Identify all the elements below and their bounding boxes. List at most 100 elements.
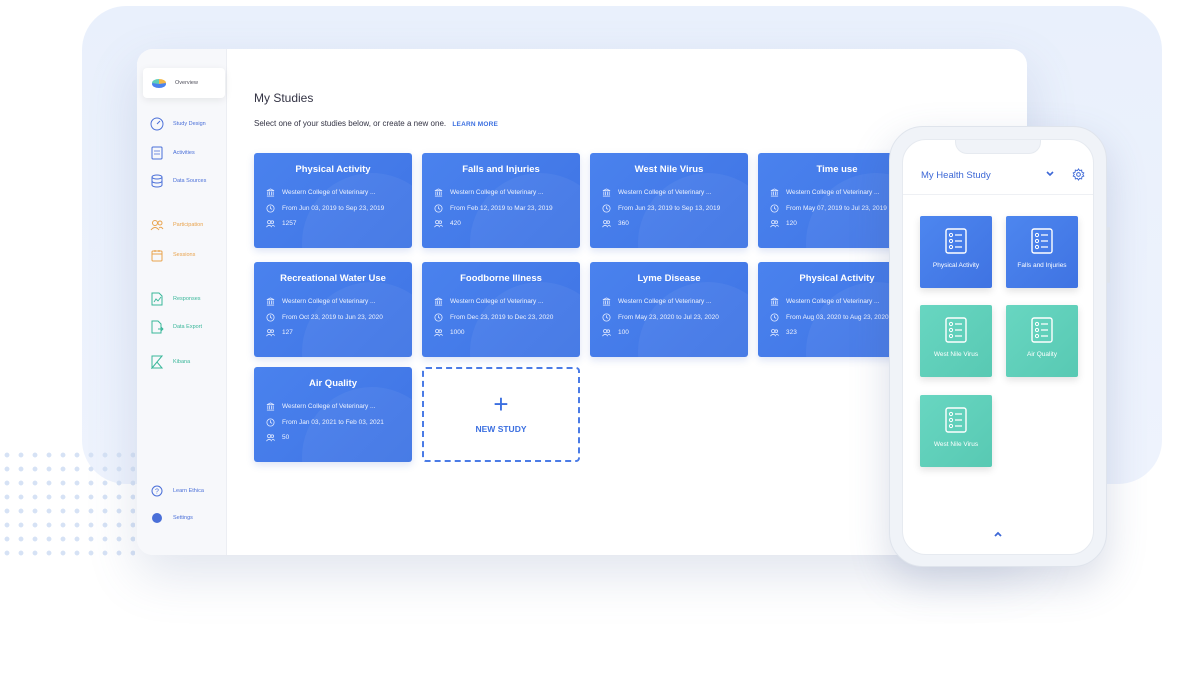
- study-card-org-row: Western College of Veterinary ...: [434, 188, 543, 197]
- study-card-org-row: Western College of Veterinary ...: [770, 188, 879, 197]
- study-card-count: 323: [786, 329, 797, 336]
- institution-icon: [602, 188, 611, 197]
- plus-icon: +: [493, 389, 509, 419]
- study-card-org: Western College of Veterinary ...: [282, 189, 376, 196]
- phone-activity-tile[interactable]: West Nile Virus: [920, 395, 992, 467]
- study-card-dates: From Aug 03, 2020 to Aug 23, 2020: [786, 314, 889, 321]
- study-card-org-row: Western College of Veterinary ...: [266, 402, 375, 411]
- export-icon: [149, 319, 165, 335]
- sidebar-item-label: Data Export: [173, 324, 203, 330]
- sidebar-item-label: Data Sources: [173, 178, 207, 184]
- study-card-title: Recreational Water Use: [280, 273, 386, 284]
- study-card-title: West Nile Virus: [634, 164, 704, 175]
- phone-activity-tile[interactable]: Physical Activity: [920, 216, 992, 288]
- new-study-button[interactable]: + NEW STUDY: [422, 367, 580, 462]
- clock-icon: [602, 204, 611, 213]
- institution-icon: [434, 297, 443, 306]
- checklist-icon: [1031, 317, 1053, 343]
- phone-study-title[interactable]: My Health Study: [921, 170, 991, 181]
- study-card-org: Western College of Veterinary ...: [282, 298, 376, 305]
- phone-side-button: [1107, 227, 1110, 283]
- institution-icon: [602, 297, 611, 306]
- chevron-down-icon[interactable]: [1045, 169, 1055, 182]
- study-card-date-row: From May 23, 2020 to Jul 23, 2020: [602, 313, 719, 322]
- study-card-title: Foodborne Illness: [460, 273, 542, 284]
- tile-label: Air Quality: [1027, 351, 1057, 358]
- sidebar: Overview Study Design Activities Data So…: [137, 49, 227, 555]
- phone-activity-tile[interactable]: Air Quality: [1006, 305, 1078, 377]
- phone-notch: [955, 140, 1041, 154]
- study-card-date-row: From Jan 03, 2021 to Feb 03, 2021: [266, 418, 384, 427]
- study-card-date-row: From Dec 23, 2019 to Dec 23, 2020: [434, 313, 553, 322]
- sidebar-item-label: Sessions: [173, 252, 196, 258]
- clock-icon: [770, 313, 779, 322]
- gear-icon[interactable]: [1072, 168, 1085, 181]
- sidebar-item-responses[interactable]: Responses: [149, 288, 201, 310]
- learn-more-link[interactable]: LEARN MORE: [452, 121, 499, 128]
- sidebar-item-overview[interactable]: Overview: [143, 68, 225, 98]
- sidebar-item-kibana[interactable]: Kibana: [149, 351, 190, 373]
- phone-activity-tile[interactable]: Falls and Injuries: [1006, 216, 1078, 288]
- study-card-date-row: From Feb 12, 2019 to Mar 23, 2019: [434, 204, 553, 213]
- tile-label: Physical Activity: [932, 262, 980, 269]
- people-icon: [770, 328, 779, 337]
- study-card-org: Western College of Veterinary ...: [618, 189, 712, 196]
- sidebar-item-participation[interactable]: Participation: [149, 214, 203, 236]
- sidebar-item-data-sources[interactable]: Data Sources: [149, 170, 206, 192]
- study-card-title: Falls and Injuries: [462, 164, 540, 175]
- sidebar-item-sessions[interactable]: Sessions: [149, 244, 195, 266]
- chevron-up-icon[interactable]: [992, 528, 1004, 542]
- study-card-dates: From Jun 03, 2019 to Sep 23, 2019: [282, 205, 385, 212]
- study-card-org: Western College of Veterinary ...: [618, 298, 712, 305]
- sidebar-item-learn-ethica[interactable]: ? Learn Ethica: [149, 480, 204, 502]
- sidebar-item-activities[interactable]: Activities: [149, 142, 195, 164]
- study-card-count: 50: [282, 434, 290, 441]
- institution-icon: [266, 188, 275, 197]
- institution-icon: [434, 188, 443, 197]
- sidebar-item-settings[interactable]: Settings: [149, 507, 193, 529]
- phone-mockup: My Health Study Physical Activity Falls a…: [889, 126, 1110, 567]
- sidebar-item-label: Responses: [173, 296, 201, 302]
- clock-icon: [266, 313, 275, 322]
- gauge-icon: [149, 116, 165, 132]
- study-card-dates: From Oct 23, 2019 to Jun 23, 2020: [282, 314, 383, 321]
- study-card-date-row: From May 07, 2019 to Jul 23, 2019: [770, 204, 887, 213]
- study-card-count: 360: [618, 220, 629, 227]
- study-card-title: Physical Activity: [295, 164, 371, 175]
- phone-activity-tile[interactable]: West Nile Virus: [920, 305, 992, 377]
- sidebar-item-label: Overview: [175, 80, 198, 86]
- document-icon: [149, 145, 165, 161]
- svg-text:?: ?: [155, 489, 159, 496]
- tile-label: West Nile Virus: [933, 441, 979, 448]
- study-card-org-row: Western College of Veterinary ...: [434, 297, 543, 306]
- study-card-count: 100: [618, 329, 629, 336]
- study-card-title: Time use: [816, 164, 858, 175]
- phone-screen: My Health Study Physical Activity Falls a…: [902, 139, 1094, 555]
- phone-header: My Health Study: [903, 168, 1093, 200]
- sidebar-item-data-export[interactable]: Data Export: [149, 316, 202, 338]
- sidebar-item-study-design[interactable]: Study Design: [149, 113, 206, 135]
- study-card-count-row: 1257: [266, 219, 296, 228]
- study-card-count: 1000: [450, 329, 465, 336]
- people-icon: [149, 217, 165, 233]
- study-card-count-row: 50: [266, 433, 289, 442]
- checklist-icon: [945, 317, 967, 343]
- study-card-count: 1257: [282, 220, 297, 227]
- study-card-count: 120: [786, 220, 797, 227]
- pie-chart-icon: [151, 75, 167, 91]
- people-icon: [434, 219, 443, 228]
- study-card-title: Physical Activity: [799, 273, 875, 284]
- people-icon: [266, 433, 275, 442]
- phone-header-divider: [903, 194, 1093, 195]
- sidebar-item-label: Activities: [173, 150, 195, 156]
- subtitle-text: Select one of your studies below, or cre…: [254, 119, 447, 128]
- people-icon: [770, 219, 779, 228]
- people-icon: [266, 219, 275, 228]
